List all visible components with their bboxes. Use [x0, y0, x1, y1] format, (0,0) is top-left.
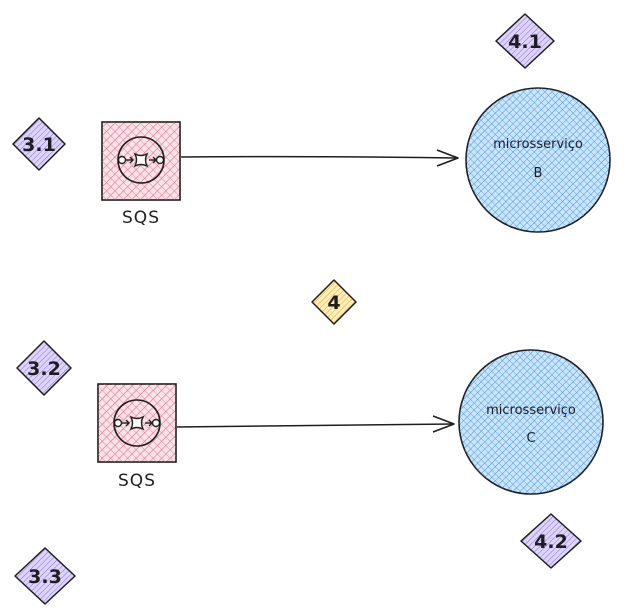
step-label-3-1: 3.1	[22, 134, 56, 156]
service-b-name: microsserviço	[493, 137, 583, 152]
service-b-letter: B	[534, 166, 543, 181]
step-label-3-3: 3.3	[28, 566, 62, 588]
step-label-3-2: 3.2	[27, 358, 61, 380]
sqs-label-1: SQS	[122, 208, 160, 228]
service-c-letter: C	[526, 431, 535, 446]
step-label-4-1: 4.1	[508, 31, 542, 53]
step-diamond-3-1: 3.1	[12, 117, 66, 171]
service-c[interactable]: microsserviço C	[458, 349, 604, 495]
sqs-queue-2[interactable]: SQS	[97, 383, 177, 491]
sqs-queue-1[interactable]: SQS	[101, 121, 181, 228]
step-diamond-4-1: 4.1	[495, 13, 555, 69]
sqs-label-2: SQS	[118, 471, 156, 491]
step-label-4-2: 4.2	[534, 531, 568, 553]
arrow-sqs1-to-service-b	[180, 149, 459, 167]
step-diamond-4: 4	[311, 279, 357, 325]
arrow-sqs2-to-service-c	[176, 415, 455, 433]
step-diamond-3-2: 3.2	[16, 340, 72, 396]
step-label-4: 4	[327, 292, 340, 314]
step-diamond-4-2: 4.2	[520, 513, 582, 569]
step-diamond-3-3: 3.3	[14, 547, 76, 605]
service-c-name: microsserviço	[486, 403, 576, 418]
service-b[interactable]: microsserviço B	[465, 87, 611, 233]
